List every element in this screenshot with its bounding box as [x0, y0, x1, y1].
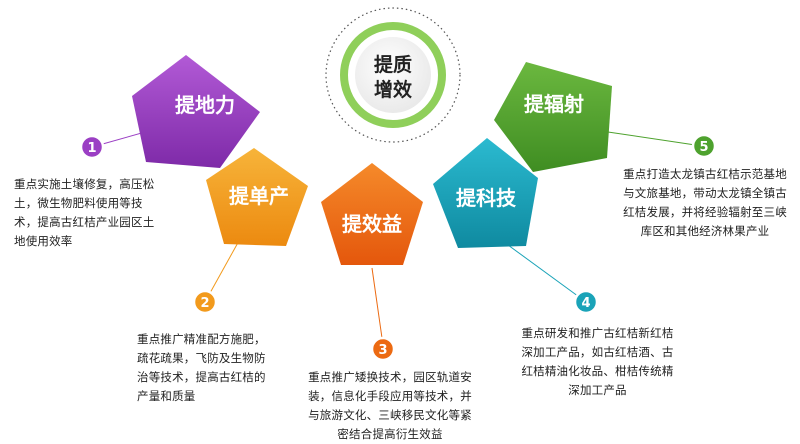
pentagon-1: 提地力	[132, 55, 260, 168]
pentagon-5-shape	[494, 62, 612, 172]
pentagon-2-shape	[206, 148, 308, 246]
badge-1-circle	[79, 134, 105, 160]
badge-4-number: 4	[581, 296, 590, 311]
badge-5-circle	[691, 133, 717, 159]
pentagon-1-shape	[132, 55, 260, 168]
pentagon-1-title: 提地力	[175, 93, 235, 117]
pentagon-5: 提辐射	[494, 62, 612, 172]
description-3: 重点推广矮换技术，园区轨道安 装，信息化手段应用等技术，并 与旅游文化、三峡移民…	[308, 370, 472, 441]
badge-1-number: 1	[87, 141, 96, 156]
center-line2: 增效	[374, 78, 412, 101]
badge-5: 5	[691, 133, 717, 159]
badge-2-circle	[192, 289, 218, 315]
badge-5-number: 5	[699, 140, 708, 155]
pentagon-4-shape	[433, 138, 538, 248]
description-1: 重点实施土壤修复，高压松 土，微生物肥料使用等技 术，提高古红桔产业园区土 地使…	[14, 177, 155, 248]
badge-3-number: 3	[378, 343, 387, 358]
badge-3: 3	[370, 336, 396, 362]
center-dotted-ring	[325, 7, 461, 143]
connector-4	[507, 244, 587, 303]
pentagon-4-title: 提科技	[456, 186, 517, 210]
pentagon-3: 提效益	[321, 163, 423, 265]
badge-3-circle	[370, 336, 396, 362]
center-line1: 提质	[374, 53, 412, 76]
center-badge: 提质 增效	[325, 7, 461, 143]
pentagon-3-shape	[321, 163, 423, 265]
badge-4-circle	[573, 289, 599, 315]
pentagon-5-title: 提辐射	[524, 92, 584, 116]
connector-3	[371, 267, 384, 346]
description-5: 重点打造太龙镇古红桔示范基地 与文旅基地，带动太龙镇全镇古 红桔发展，并将经验辐…	[623, 167, 787, 238]
badge-1: 1	[79, 134, 105, 160]
center-disc	[355, 37, 431, 113]
description-2: 重点推广精准配方施肥， 疏花疏果，飞防及生物防 治等技术，提高古红桔的 产量和质…	[137, 332, 266, 403]
pentagon-2-title: 提单产	[229, 184, 289, 208]
pentagon-3-title: 提效益	[342, 212, 402, 236]
description-4: 重点研发和推广古红桔新红桔 深加工产品，如古红桔酒、古 红桔精油化妆品、柑桔传统…	[521, 326, 674, 397]
pentagon-2: 提单产	[206, 148, 308, 246]
connector-5	[607, 131, 703, 147]
pentagon-4: 提科技	[433, 138, 538, 248]
badge-4: 4	[573, 289, 599, 315]
badge-2-number: 2	[200, 296, 209, 311]
badge-2: 2	[192, 289, 218, 315]
